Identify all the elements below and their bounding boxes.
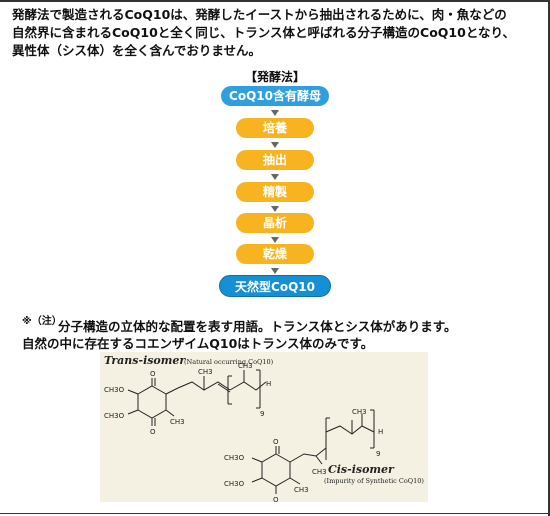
trans-ch3-chain-2: CH3 <box>238 362 253 370</box>
note-line-1: 分子構造の立体的な配置を表す用語。トランス体とシス体があります。 <box>58 319 457 334</box>
step-dry: 乾燥 <box>236 244 314 264</box>
step-natural-coq10: 天然型CoQ10 <box>219 275 331 297</box>
intro-line-3: 異性体（シス体）を全く含んでおりません。 <box>12 43 262 58</box>
step-purify: 精製 <box>236 182 314 202</box>
trans-isomer-sub: (Natural occurring CoQ10) <box>184 358 274 366</box>
trans-o-top: O <box>150 370 156 378</box>
isomer-structure-svg: Trans-isomer (Natural occurring CoQ10) C… <box>104 354 424 502</box>
step-crystallize: 晶析 <box>236 213 314 233</box>
cis-o-top: O <box>273 438 279 446</box>
trans-o-bottom: O <box>150 428 156 436</box>
cis-ch3o-1: CH3O <box>224 454 245 462</box>
step-culture: 培養 <box>236 118 314 138</box>
intro-paragraph: 発酵法で製造されるCoQ10は、発酵したイーストから抽出されるために、肉・魚など… <box>12 6 537 60</box>
note-mark: ※（注） <box>22 316 62 327</box>
flow-arrow-icon <box>271 110 279 116</box>
flow-title: 【発酵法】 <box>244 70 305 84</box>
cis-ch3-top: CH3 <box>352 408 367 416</box>
trans-h: H <box>266 380 271 388</box>
isomer-structure-diagram: Trans-isomer (Natural occurring CoQ10) C… <box>100 352 428 502</box>
trans-ch3-ring: CH3 <box>170 418 185 426</box>
cis-isomer-label: Cis-isomer <box>328 463 395 476</box>
cis-ch3-ring: CH3 <box>294 486 309 494</box>
cis-isomer-sub: (Impurity of Synthetic CoQ10) <box>324 477 424 485</box>
bottom-border <box>0 513 550 514</box>
trans-ch3o-2: CH3O <box>104 412 125 420</box>
step-yeast: CoQ10含有酵母 <box>221 86 329 106</box>
intro-line-1: 発酵法で製造されるCoQ10は、発酵したイーストから抽出されるために、肉・魚など… <box>12 7 507 22</box>
trans-ch3-chain-1: CH3 <box>198 368 213 376</box>
trans-sub-9: 9 <box>260 410 264 418</box>
trans-ch3o-1: CH3O <box>104 386 125 394</box>
flow-arrow-icon <box>271 174 279 180</box>
cis-ch3o-2: CH3O <box>224 480 245 488</box>
note-line-2: 自然の中に存在するコエンザイムQ10はトランス体のみです。 <box>22 336 374 351</box>
flow-arrow-icon <box>271 206 279 212</box>
cis-ch3-chain: CH3 <box>312 468 327 476</box>
cis-o-bottom: O <box>273 496 279 502</box>
intro-line-2: 自然界に含まれるCoQ10と全く同じ、トランス体と呼ばれる分子構造のCoQ10と… <box>12 25 515 40</box>
cis-h: H <box>378 428 383 436</box>
flow-arrow-icon <box>271 237 279 243</box>
right-border <box>548 0 550 516</box>
trans-isomer-label: Trans-isomer <box>104 354 186 367</box>
step-extract: 抽出 <box>236 150 314 170</box>
top-border <box>0 0 550 2</box>
flow-arrow-icon <box>271 268 279 274</box>
cis-sub-9: 9 <box>376 450 380 458</box>
flow-arrow-icon <box>271 142 279 148</box>
